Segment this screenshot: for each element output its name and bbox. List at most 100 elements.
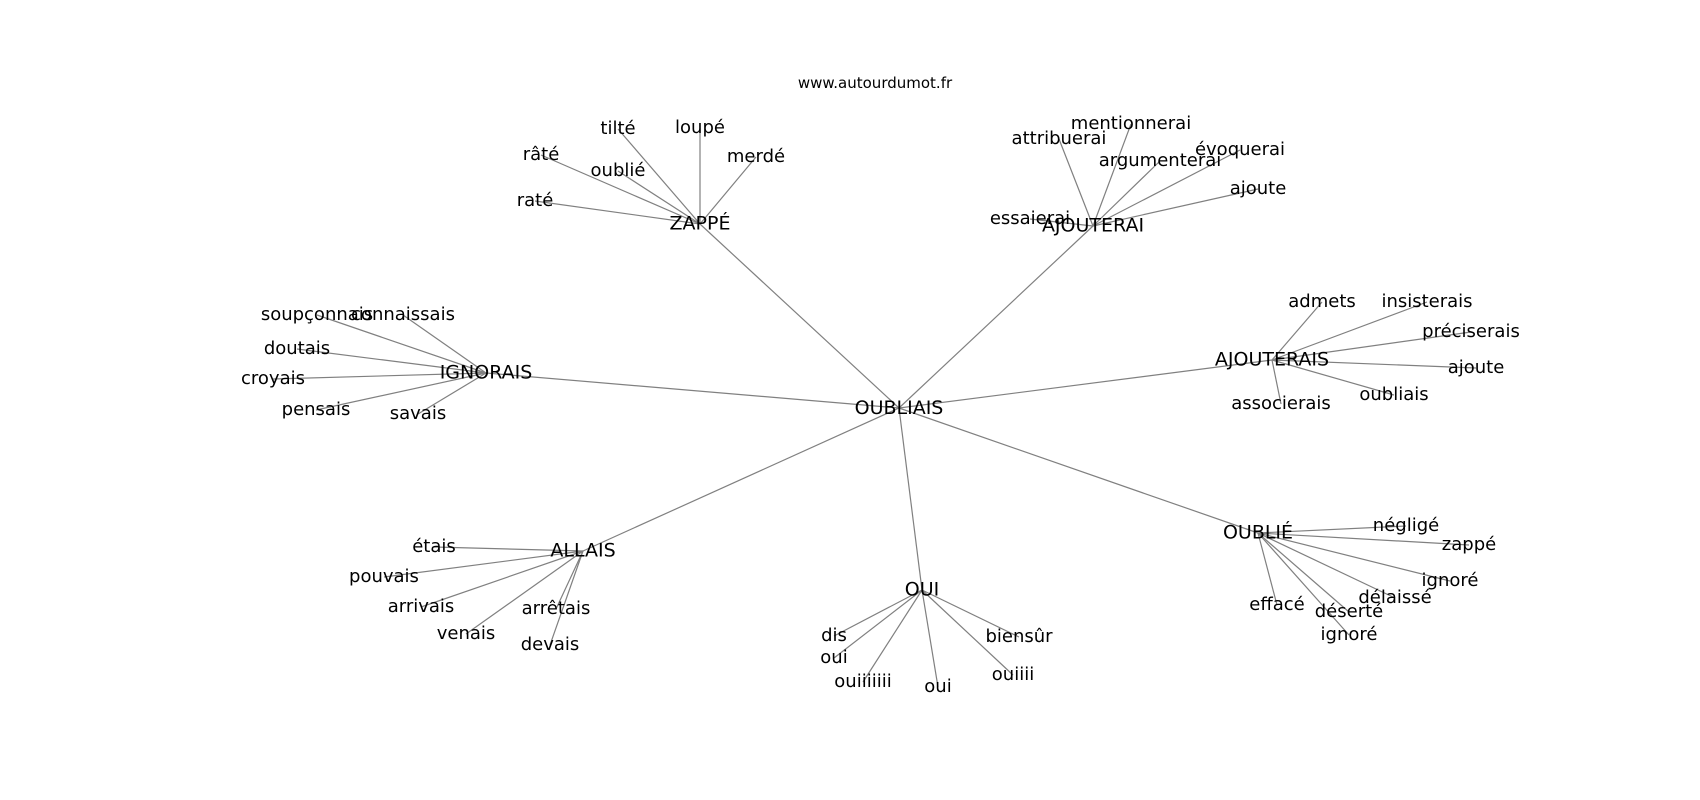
leaf-node: arrêtais [522, 598, 591, 619]
leaf-edge [272, 372, 487, 380]
cluster-node: OUI [905, 579, 939, 601]
cluster-node: IGNORAIS [440, 362, 533, 384]
center-edge [485, 372, 900, 409]
center-edge [898, 407, 1259, 534]
leaf-node: pouvais [349, 566, 419, 587]
leaf-node: dis [821, 625, 847, 646]
leaf-edge [1271, 301, 1323, 361]
leaf-node: râté [523, 144, 560, 165]
leaf-edge [921, 589, 1020, 638]
leaf-node: arrivais [388, 596, 455, 617]
center-edge [898, 359, 1273, 409]
leaf-node: savais [390, 403, 446, 424]
leaf-edge [1092, 188, 1259, 227]
cluster-node: ZAPPÉ [670, 212, 731, 235]
leaf-node: biensûr [985, 626, 1053, 647]
leaf-node: déserté [1315, 601, 1383, 622]
site-watermark: www.autourdumot.fr [798, 74, 953, 92]
center-node: OUBLIAIS [855, 397, 944, 419]
leaf-node: mentionnerai [1071, 113, 1191, 134]
leaf-edge [1092, 149, 1241, 227]
leaf-node: ignoré [1321, 624, 1378, 645]
leaf-edge [1271, 331, 1472, 361]
leaf-edge [1257, 532, 1278, 606]
center-edge [898, 225, 1094, 409]
leaf-edge [534, 200, 701, 225]
leaf-edge [1271, 301, 1428, 361]
leaf-edge [1058, 138, 1094, 227]
leaf-edge [1257, 532, 1350, 613]
leaf-node: oui [924, 676, 951, 697]
leaf-node: argumenterai [1099, 150, 1222, 171]
leaf-edge [296, 348, 487, 374]
leaf-node: doutais [264, 338, 330, 359]
leaf-node: préciserais [1422, 321, 1520, 342]
cluster-node: AJOUTERAIS [1215, 349, 1329, 371]
center-edge [582, 407, 900, 552]
leaf-edge [417, 372, 487, 415]
edges [272, 123, 1477, 688]
leaf-edge [433, 546, 584, 552]
leaf-edge [1092, 160, 1161, 227]
leaf-node: ouiiiiiii [834, 671, 891, 692]
leaf-edge [540, 154, 701, 225]
leaf-edge [833, 589, 923, 637]
leaf-edge [833, 589, 923, 659]
leaf-edge [1271, 359, 1282, 405]
leaf-node: négligé [1373, 515, 1439, 536]
leaf-node: tilté [600, 118, 635, 139]
leaf-edge [1092, 123, 1132, 227]
leaf-edge [921, 589, 939, 688]
leaf-node: ignoré [1422, 570, 1479, 591]
leaf-node: connaissais [351, 304, 455, 325]
leaf-edge [549, 550, 584, 646]
leaf-edge [617, 128, 701, 225]
cluster-node: AJOUTERAI [1042, 215, 1144, 237]
leaf-node: merdé [727, 146, 785, 167]
leaf-edge [402, 314, 487, 374]
leaf-node: étais [412, 536, 456, 557]
cluster-node: ALLAIS [550, 540, 615, 562]
leaf-edge [617, 170, 701, 225]
leaf-node: loupé [675, 117, 725, 138]
leaf-edge [316, 314, 487, 374]
leaf-node: oubliais [1359, 384, 1428, 405]
leaf-edge [420, 550, 584, 608]
leaf-edge [1257, 532, 1470, 546]
leaf-node: zappé [1442, 534, 1496, 555]
leaf-edge [1257, 532, 1396, 599]
leaf-node: insisterais [1381, 291, 1472, 312]
leaf-edge [1257, 525, 1407, 534]
leaf-node: venais [437, 623, 496, 644]
leaf-edge [921, 589, 1014, 676]
leaf-node: délaissé [1358, 587, 1431, 608]
leaf-node: attribuerai [1012, 128, 1107, 149]
leaf-node: ouiiii [992, 664, 1034, 685]
leaf-node: croyais [241, 368, 305, 389]
leaf-node: devais [521, 634, 580, 655]
leaf-node: soupçonnais [261, 304, 373, 325]
leaf-edge [1271, 359, 1477, 369]
center-edge [898, 407, 923, 591]
leaf-edge [699, 156, 757, 225]
leaf-node: raté [517, 190, 554, 211]
leaf-edge [862, 589, 923, 683]
center-edge [699, 223, 900, 409]
leaf-node: pensais [282, 399, 351, 420]
leaf-node: admets [1288, 291, 1356, 312]
leaf-node: ajoute [1448, 357, 1505, 378]
leaf-edge [1271, 359, 1395, 396]
leaf-node: associerais [1231, 393, 1331, 414]
leaf-node: essaierai [990, 208, 1070, 229]
leaf-edge [383, 550, 584, 578]
labels: www.autourdumot.fr OUBLIAIS tilté loupé râ… [241, 74, 1520, 697]
leaf-node: oui [820, 647, 847, 668]
leaf-node: évoquerai [1195, 139, 1285, 160]
leaf-node: effacé [1249, 594, 1304, 615]
leaf-edge [555, 550, 584, 610]
leaf-node: ajoute [1230, 178, 1287, 199]
cluster-node: OUBLIÉ [1223, 521, 1293, 544]
leaf-edge [1257, 532, 1451, 582]
leaf-node: oublié [591, 160, 646, 181]
